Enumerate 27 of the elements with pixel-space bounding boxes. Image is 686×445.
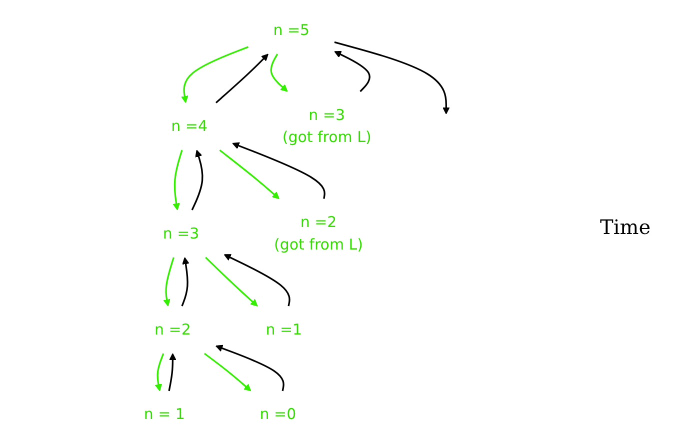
arrow bbox=[168, 353, 176, 392]
node-text: n =0 bbox=[260, 406, 296, 424]
arrow bbox=[205, 256, 258, 306]
node-text: n =5 bbox=[273, 22, 310, 40]
arrow bbox=[163, 257, 174, 306]
node-text: n =1 bbox=[266, 321, 302, 339]
node-text: n =2 (got from L) bbox=[274, 214, 363, 254]
node-text: n =2 bbox=[154, 321, 191, 339]
node-text: n =3 (got from L) bbox=[282, 106, 372, 146]
arrow bbox=[172, 150, 183, 210]
arrow bbox=[334, 41, 450, 114]
arrow bbox=[191, 150, 204, 210]
node-text: n =3 bbox=[162, 224, 200, 242]
arrow bbox=[224, 254, 290, 306]
arrow bbox=[204, 352, 252, 392]
arrow bbox=[232, 142, 326, 199]
node-text: n =4 bbox=[171, 118, 208, 136]
arrow bbox=[181, 257, 190, 306]
arrow bbox=[216, 344, 284, 392]
arrow bbox=[270, 54, 288, 92]
arrow bbox=[334, 51, 370, 92]
arrow bbox=[219, 149, 280, 200]
node-text: n = 1 bbox=[144, 406, 185, 424]
axis-label: Time bbox=[600, 215, 651, 239]
arrow bbox=[154, 353, 164, 392]
arrow bbox=[216, 54, 268, 104]
arrow bbox=[181, 46, 249, 104]
